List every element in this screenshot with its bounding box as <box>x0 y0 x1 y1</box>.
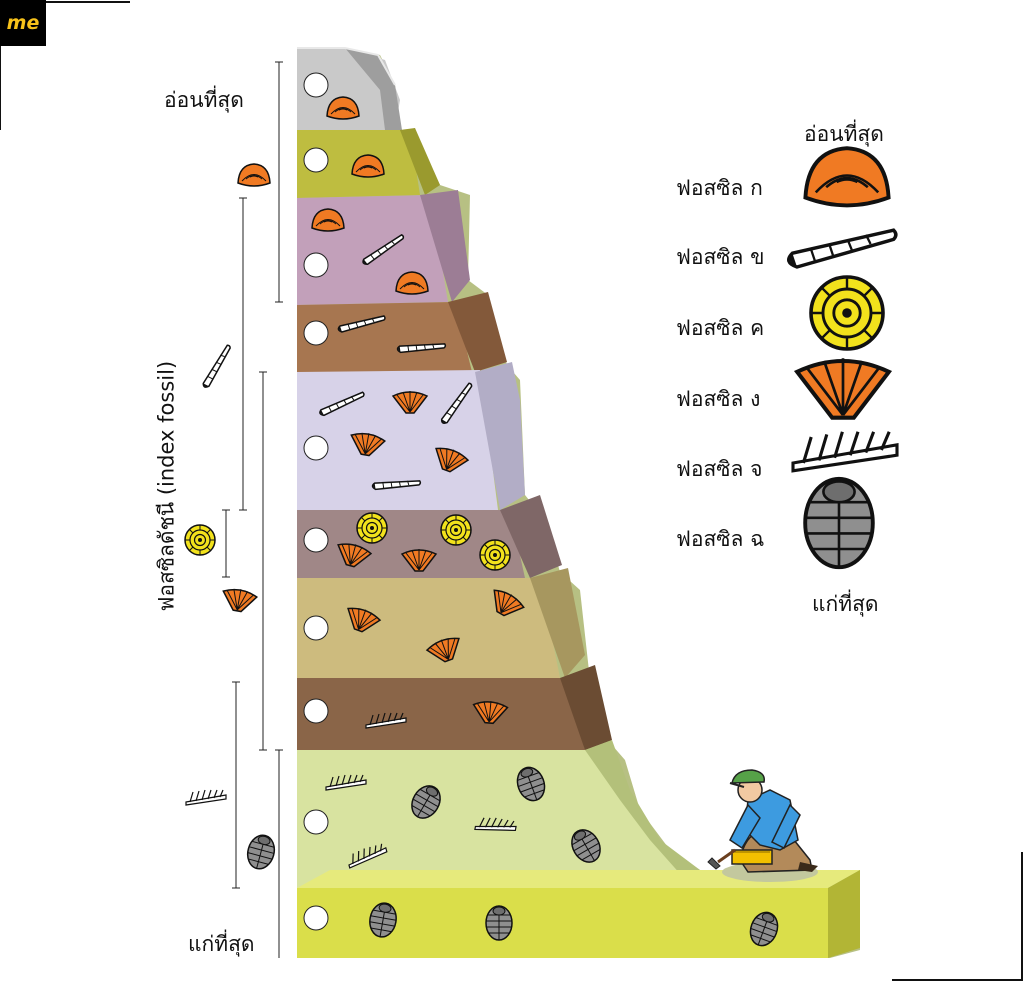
legend-item-6: ฟอสซิล ฉ <box>676 527 765 551</box>
layer-markers <box>303 72 329 931</box>
legend-item-4: ฟอสซิล ง <box>676 387 761 411</box>
strata-layers <box>297 47 860 958</box>
brand-logo: me <box>0 0 46 46</box>
layer-4 <box>297 302 472 372</box>
legend-item-3: ฟอสซิล ค <box>676 316 765 340</box>
legend-youngest-label: อ่อนที่สุด <box>804 122 884 146</box>
scallop-shell-icon <box>803 146 891 208</box>
graptolite-icon <box>791 430 899 473</box>
index-fossil-axis-label: ฟอสซิลดัชนี (index fossil) <box>154 360 179 612</box>
layer-8 <box>297 678 585 750</box>
legend-item-5: ฟอสซิล จ <box>676 457 763 481</box>
rock-hammer-icon <box>707 848 736 870</box>
layer-5 <box>297 370 498 510</box>
ammonite-icon <box>809 275 885 351</box>
legend-item-1: ฟอสซิล ก <box>676 176 763 200</box>
logo-text: me <box>6 12 40 34</box>
youngest-label: อ่อนที่สุด <box>164 88 244 112</box>
legend-item-2: ฟอสซิล ข <box>676 245 765 269</box>
layer-10 <box>297 888 828 958</box>
oldest-label: แก่ที่สุด <box>188 932 255 956</box>
layer-7 <box>297 578 560 678</box>
conical-shell-icon <box>786 228 898 269</box>
range-fossils <box>184 163 279 873</box>
trilobite-icon <box>803 476 875 570</box>
fan-coral-icon <box>797 358 889 417</box>
sample-box-icon <box>731 849 773 865</box>
geologist-figure <box>707 769 818 882</box>
legend-icons <box>786 146 899 570</box>
legend-oldest-label: แก่ที่สุด <box>812 592 879 616</box>
range-bars <box>222 61 283 958</box>
